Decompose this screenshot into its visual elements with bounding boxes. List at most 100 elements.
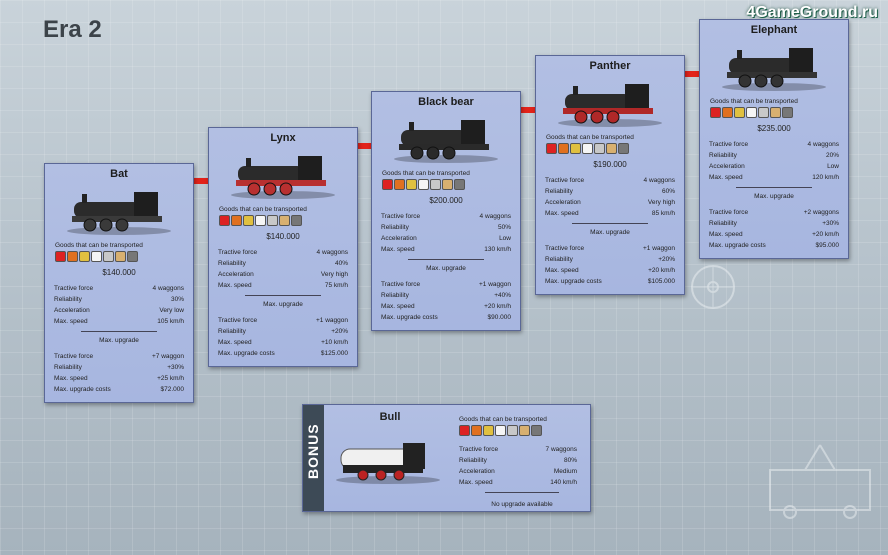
upgrade-reliability-value: +30%	[822, 220, 839, 227]
grey-goods-icon	[430, 179, 441, 190]
white-goods-icon	[255, 215, 266, 226]
train-name: Black bear	[418, 96, 474, 108]
orange-goods-icon	[558, 143, 569, 154]
stat-label: Acceleration	[381, 235, 417, 242]
stat-label: Tractive force	[709, 141, 749, 148]
engine-sketch	[769, 444, 871, 519]
stat-label: Tractive force	[545, 245, 585, 252]
stat-label: Max. speed	[381, 303, 415, 310]
stat-label: Tractive force	[54, 353, 94, 360]
goods-icons	[536, 143, 684, 154]
orange-goods-icon	[722, 107, 733, 118]
white-goods-icon	[495, 425, 506, 436]
site-watermark: 4GameGround.ru	[746, 4, 878, 21]
stat-label: Reliability	[381, 224, 409, 231]
train-name: Elephant	[750, 24, 798, 36]
tool-goods-icon	[782, 107, 793, 118]
tool-goods-icon	[531, 425, 542, 436]
acceleration-value: Low	[827, 163, 839, 170]
red-goods-icon	[382, 179, 393, 190]
upgrade-reliability-value: +30%	[167, 364, 184, 371]
acceleration-value: Medium	[553, 468, 577, 475]
locomotive-image	[67, 192, 171, 235]
stat-label: Max. speed	[54, 318, 88, 325]
box-goods-icon	[770, 107, 781, 118]
box-goods-icon	[115, 251, 126, 262]
tractive-force-value: 4 waggons	[807, 141, 839, 148]
upgrade-cost-value: $125.000	[320, 350, 348, 357]
train-card-black-bear[interactable]: Black bear Goods that can be transported…	[371, 91, 521, 331]
max-speed-value: 130 km/h	[484, 246, 511, 253]
tractive-force-value: 7 waggons	[545, 446, 577, 453]
yellow-goods-icon	[734, 107, 745, 118]
tool-goods-icon	[618, 143, 629, 154]
train-name: Lynx	[270, 132, 296, 144]
stat-label: Max. speed	[54, 375, 88, 382]
train-name: Panther	[589, 60, 631, 72]
acceleration-value: Very high	[320, 271, 348, 278]
max-speed-value: 85 km/h	[651, 210, 675, 217]
stat-label: Reliability	[54, 364, 82, 371]
goods-icons	[700, 107, 848, 118]
train-card-bat[interactable]: Bat Goods that can be transported $140.0…	[44, 163, 194, 403]
tool-goods-icon	[127, 251, 138, 262]
train-card-elephant[interactable]: Elephant Goods that can be transported $…	[699, 19, 849, 259]
stat-label: Max. upgrade costs	[709, 242, 766, 249]
locomotive-image	[231, 156, 335, 199]
white-goods-icon	[418, 179, 429, 190]
stat-label: Tractive force	[218, 317, 258, 324]
train-card-lynx[interactable]: Lynx Goods that can be transported $140.…	[208, 127, 358, 367]
stat-label: Max. upgrade costs	[218, 350, 275, 357]
stat-label: Max. upgrade costs	[381, 314, 438, 321]
reliability-value: 40%	[334, 260, 348, 267]
upgrade-cost-value: $95.000	[815, 242, 840, 249]
stat-label: Acceleration	[218, 271, 254, 278]
reliability-value: 60%	[661, 188, 675, 195]
era-title: Era 2	[43, 16, 102, 43]
price-value: $235.000	[757, 124, 791, 133]
orange-goods-icon	[67, 251, 78, 262]
stat-label: Tractive force	[381, 281, 421, 288]
upgrade-reliability-value: +40%	[494, 292, 511, 299]
grey-goods-icon	[103, 251, 114, 262]
tool-goods-icon	[454, 179, 465, 190]
upgrade-cost-value: $105.000	[647, 278, 675, 285]
locomotive-image	[558, 84, 662, 127]
price-value: $200.000	[429, 196, 463, 205]
red-goods-icon	[546, 143, 557, 154]
box-goods-icon	[606, 143, 617, 154]
stat-label: Tractive force	[709, 209, 749, 216]
stat-label: Max. speed	[381, 246, 415, 253]
locomotive-image	[722, 48, 826, 91]
max-speed-value: 140 km/h	[550, 479, 577, 486]
grey-goods-icon	[507, 425, 518, 436]
stat-label: Acceleration	[709, 163, 745, 170]
yellow-goods-icon	[406, 179, 417, 190]
reliability-value: 80%	[563, 457, 577, 464]
goods-label: Goods that can be transported	[382, 170, 470, 177]
stat-label: Max. speed	[545, 210, 579, 217]
bonus-tab: BONUS	[303, 405, 324, 511]
upgrade-speed-value: +25 km/h	[157, 375, 184, 382]
red-goods-icon	[219, 215, 230, 226]
stat-label: Reliability	[545, 188, 573, 195]
grey-goods-icon	[594, 143, 605, 154]
stat-label: Max. upgrade costs	[54, 386, 111, 393]
stat-label: Reliability	[545, 256, 573, 263]
train-card-panther[interactable]: Panther Goods that can be transported $1…	[535, 55, 685, 295]
bonus-train-card[interactable]: BONUS Bull Goods that can be transported…	[302, 404, 591, 512]
reliability-value: 30%	[170, 296, 184, 303]
reliability-value: 20%	[825, 152, 839, 159]
max-upgrade-heading: Max. upgrade	[263, 301, 303, 308]
stat-label: Tractive force	[459, 446, 499, 453]
price-value: $140.000	[266, 232, 300, 241]
grey-goods-icon	[758, 107, 769, 118]
orange-goods-icon	[231, 215, 242, 226]
upgrade-reliability-value: +20%	[658, 256, 675, 263]
upgrade-speed-value: +20 km/h	[484, 303, 511, 310]
stat-label: Acceleration	[459, 468, 495, 475]
goods-label: Goods that can be transported	[710, 98, 798, 105]
goods-label: Goods that can be transported	[55, 242, 143, 249]
upgrade-speed-value: +20 km/h	[812, 231, 839, 238]
price-value: $140.000	[102, 268, 136, 277]
